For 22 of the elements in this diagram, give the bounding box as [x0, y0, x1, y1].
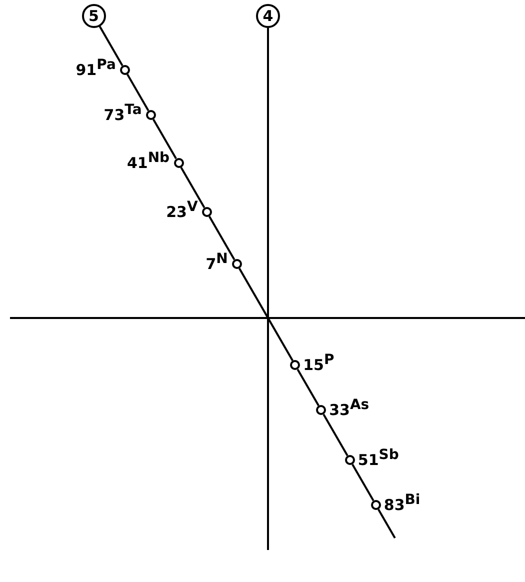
line [152, 118, 177, 160]
line [98, 26, 124, 66]
circle-marker [370, 500, 381, 510]
circle-marker [344, 455, 355, 465]
circle-marker [146, 110, 156, 120]
line [238, 268, 294, 362]
circled-number: 5 [82, 4, 106, 28]
line [180, 166, 206, 208]
line [208, 216, 236, 260]
line [296, 368, 320, 406]
line [267, 28, 269, 550]
line [378, 508, 396, 538]
circle-marker [232, 259, 242, 269]
circle-marker [290, 360, 300, 370]
circled-number: 4 [256, 4, 280, 28]
line [126, 74, 150, 112]
line [352, 464, 374, 502]
circle-marker [202, 207, 212, 217]
line [322, 414, 348, 456]
circle-marker [316, 405, 326, 415]
circle-marker [174, 158, 184, 168]
circle-marker [120, 65, 130, 75]
